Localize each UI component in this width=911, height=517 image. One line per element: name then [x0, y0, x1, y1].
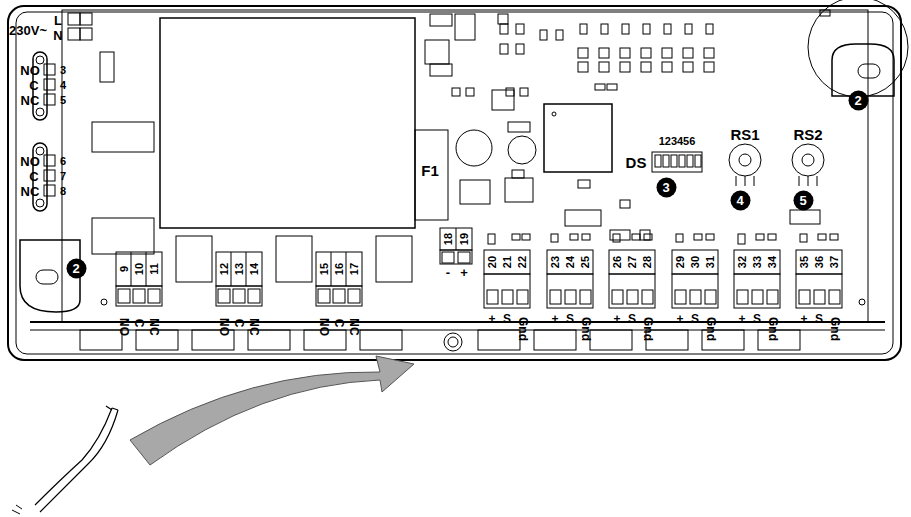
callout-text: 4	[730, 190, 751, 211]
terminal-label: 28	[642, 256, 653, 268]
callout-circle-shape	[793, 190, 813, 210]
callout-text: 2	[66, 258, 87, 279]
terminal-label: 4	[60, 80, 66, 91]
terminal-label: +	[613, 313, 620, 325]
terminal-label: +	[488, 313, 495, 325]
terminal-label: NO	[218, 318, 230, 336]
terminal-label: Gnd	[829, 317, 841, 341]
terminal-label: 3	[60, 65, 66, 76]
terminal-label: 14	[249, 263, 260, 275]
terminal-label: Gnd	[580, 317, 592, 341]
terminal-label: 12	[219, 263, 230, 275]
terminal-label: NC	[21, 94, 40, 107]
terminal-label: F1	[421, 163, 439, 178]
terminal-label: 36	[814, 256, 825, 268]
terminal-label: S	[753, 313, 761, 325]
terminal-label: 32	[737, 256, 748, 268]
terminal-label: 230V~	[9, 24, 47, 37]
callout-circle-shape	[656, 177, 676, 197]
terminal-label: 34	[767, 256, 778, 268]
terminal-label: 123456	[659, 136, 696, 147]
terminal-label: 21	[502, 256, 513, 268]
callout-number: 2	[66, 258, 87, 279]
terminal-label: C	[333, 319, 345, 328]
callout-text: 3	[656, 177, 677, 198]
terminal-label: 33	[752, 256, 763, 268]
terminal-label: +	[460, 266, 468, 279]
callout-number: 5	[793, 190, 814, 211]
terminal-label: 8	[60, 186, 66, 197]
terminal-label: 16	[334, 263, 345, 275]
terminal-label: S	[815, 313, 823, 325]
terminal-label: +	[800, 313, 807, 325]
terminal-label: 19	[459, 233, 470, 245]
terminal-label: 30	[690, 256, 701, 268]
terminal-label: L	[54, 14, 62, 27]
terminal-label: Gnd	[767, 317, 779, 341]
terminal-label: 10	[134, 263, 145, 275]
terminal-label: RS2	[793, 127, 822, 142]
terminal-label: 31	[705, 256, 716, 268]
terminal-label: S	[691, 313, 699, 325]
callout-text: 2	[848, 90, 869, 111]
terminal-label: 27	[627, 256, 638, 268]
terminal-label: DS	[626, 155, 647, 170]
terminal-label: NC	[348, 318, 360, 335]
terminal-label: NO	[20, 155, 40, 168]
terminal-label: 20	[487, 256, 498, 268]
terminal-label: 37	[829, 256, 840, 268]
terminal-label: +	[738, 313, 745, 325]
terminal-label: 26	[612, 256, 623, 268]
callout-number: 4	[730, 190, 751, 211]
terminal-label: Gnd	[705, 317, 717, 341]
terminal-label: NO	[118, 318, 130, 336]
terminal-label: 22	[517, 256, 528, 268]
terminal-label: S	[503, 313, 511, 325]
terminal-label: 23	[550, 256, 561, 268]
terminal-label: 5	[60, 95, 66, 106]
terminal-label: RS1	[730, 127, 759, 142]
terminal-label: Gnd	[642, 317, 654, 341]
terminal-label: 35	[799, 256, 810, 268]
terminal-label: N	[53, 29, 62, 42]
terminal-label: S	[566, 313, 574, 325]
terminal-label: 11	[149, 263, 160, 275]
callout-number: 2	[848, 90, 869, 111]
terminal-label: NC	[148, 318, 160, 335]
terminal-label: NO	[318, 318, 330, 336]
terminal-label: +	[551, 313, 558, 325]
terminal-label: C	[29, 79, 38, 92]
callout-circle-shape	[66, 258, 86, 278]
terminal-label: -	[446, 266, 450, 279]
terminal-label: Gnd	[517, 317, 529, 341]
terminal-label: 18	[443, 233, 454, 245]
terminal-label: +	[676, 313, 683, 325]
terminal-label: C	[133, 319, 145, 328]
terminal-label: C	[233, 319, 245, 328]
terminal-label: 29	[675, 256, 686, 268]
terminal-label: NC	[248, 318, 260, 335]
terminal-label: 9	[119, 266, 130, 272]
terminal-label: 6	[60, 156, 66, 167]
terminal-label: 17	[349, 263, 360, 275]
callout-circle-shape	[848, 90, 868, 110]
terminal-label: 13	[234, 263, 245, 275]
terminal-label: 25	[580, 256, 591, 268]
callout-number: 3	[656, 177, 677, 198]
terminal-label: C	[29, 170, 38, 183]
terminal-label: 7	[60, 171, 66, 182]
terminal-label: 15	[319, 263, 330, 275]
callout-circle-shape	[730, 190, 750, 210]
terminal-label: NC	[21, 185, 40, 198]
terminal-label: S	[628, 313, 636, 325]
terminal-label: NO	[20, 64, 40, 77]
terminal-label: 24	[565, 256, 576, 268]
callout-text: 5	[793, 190, 814, 211]
